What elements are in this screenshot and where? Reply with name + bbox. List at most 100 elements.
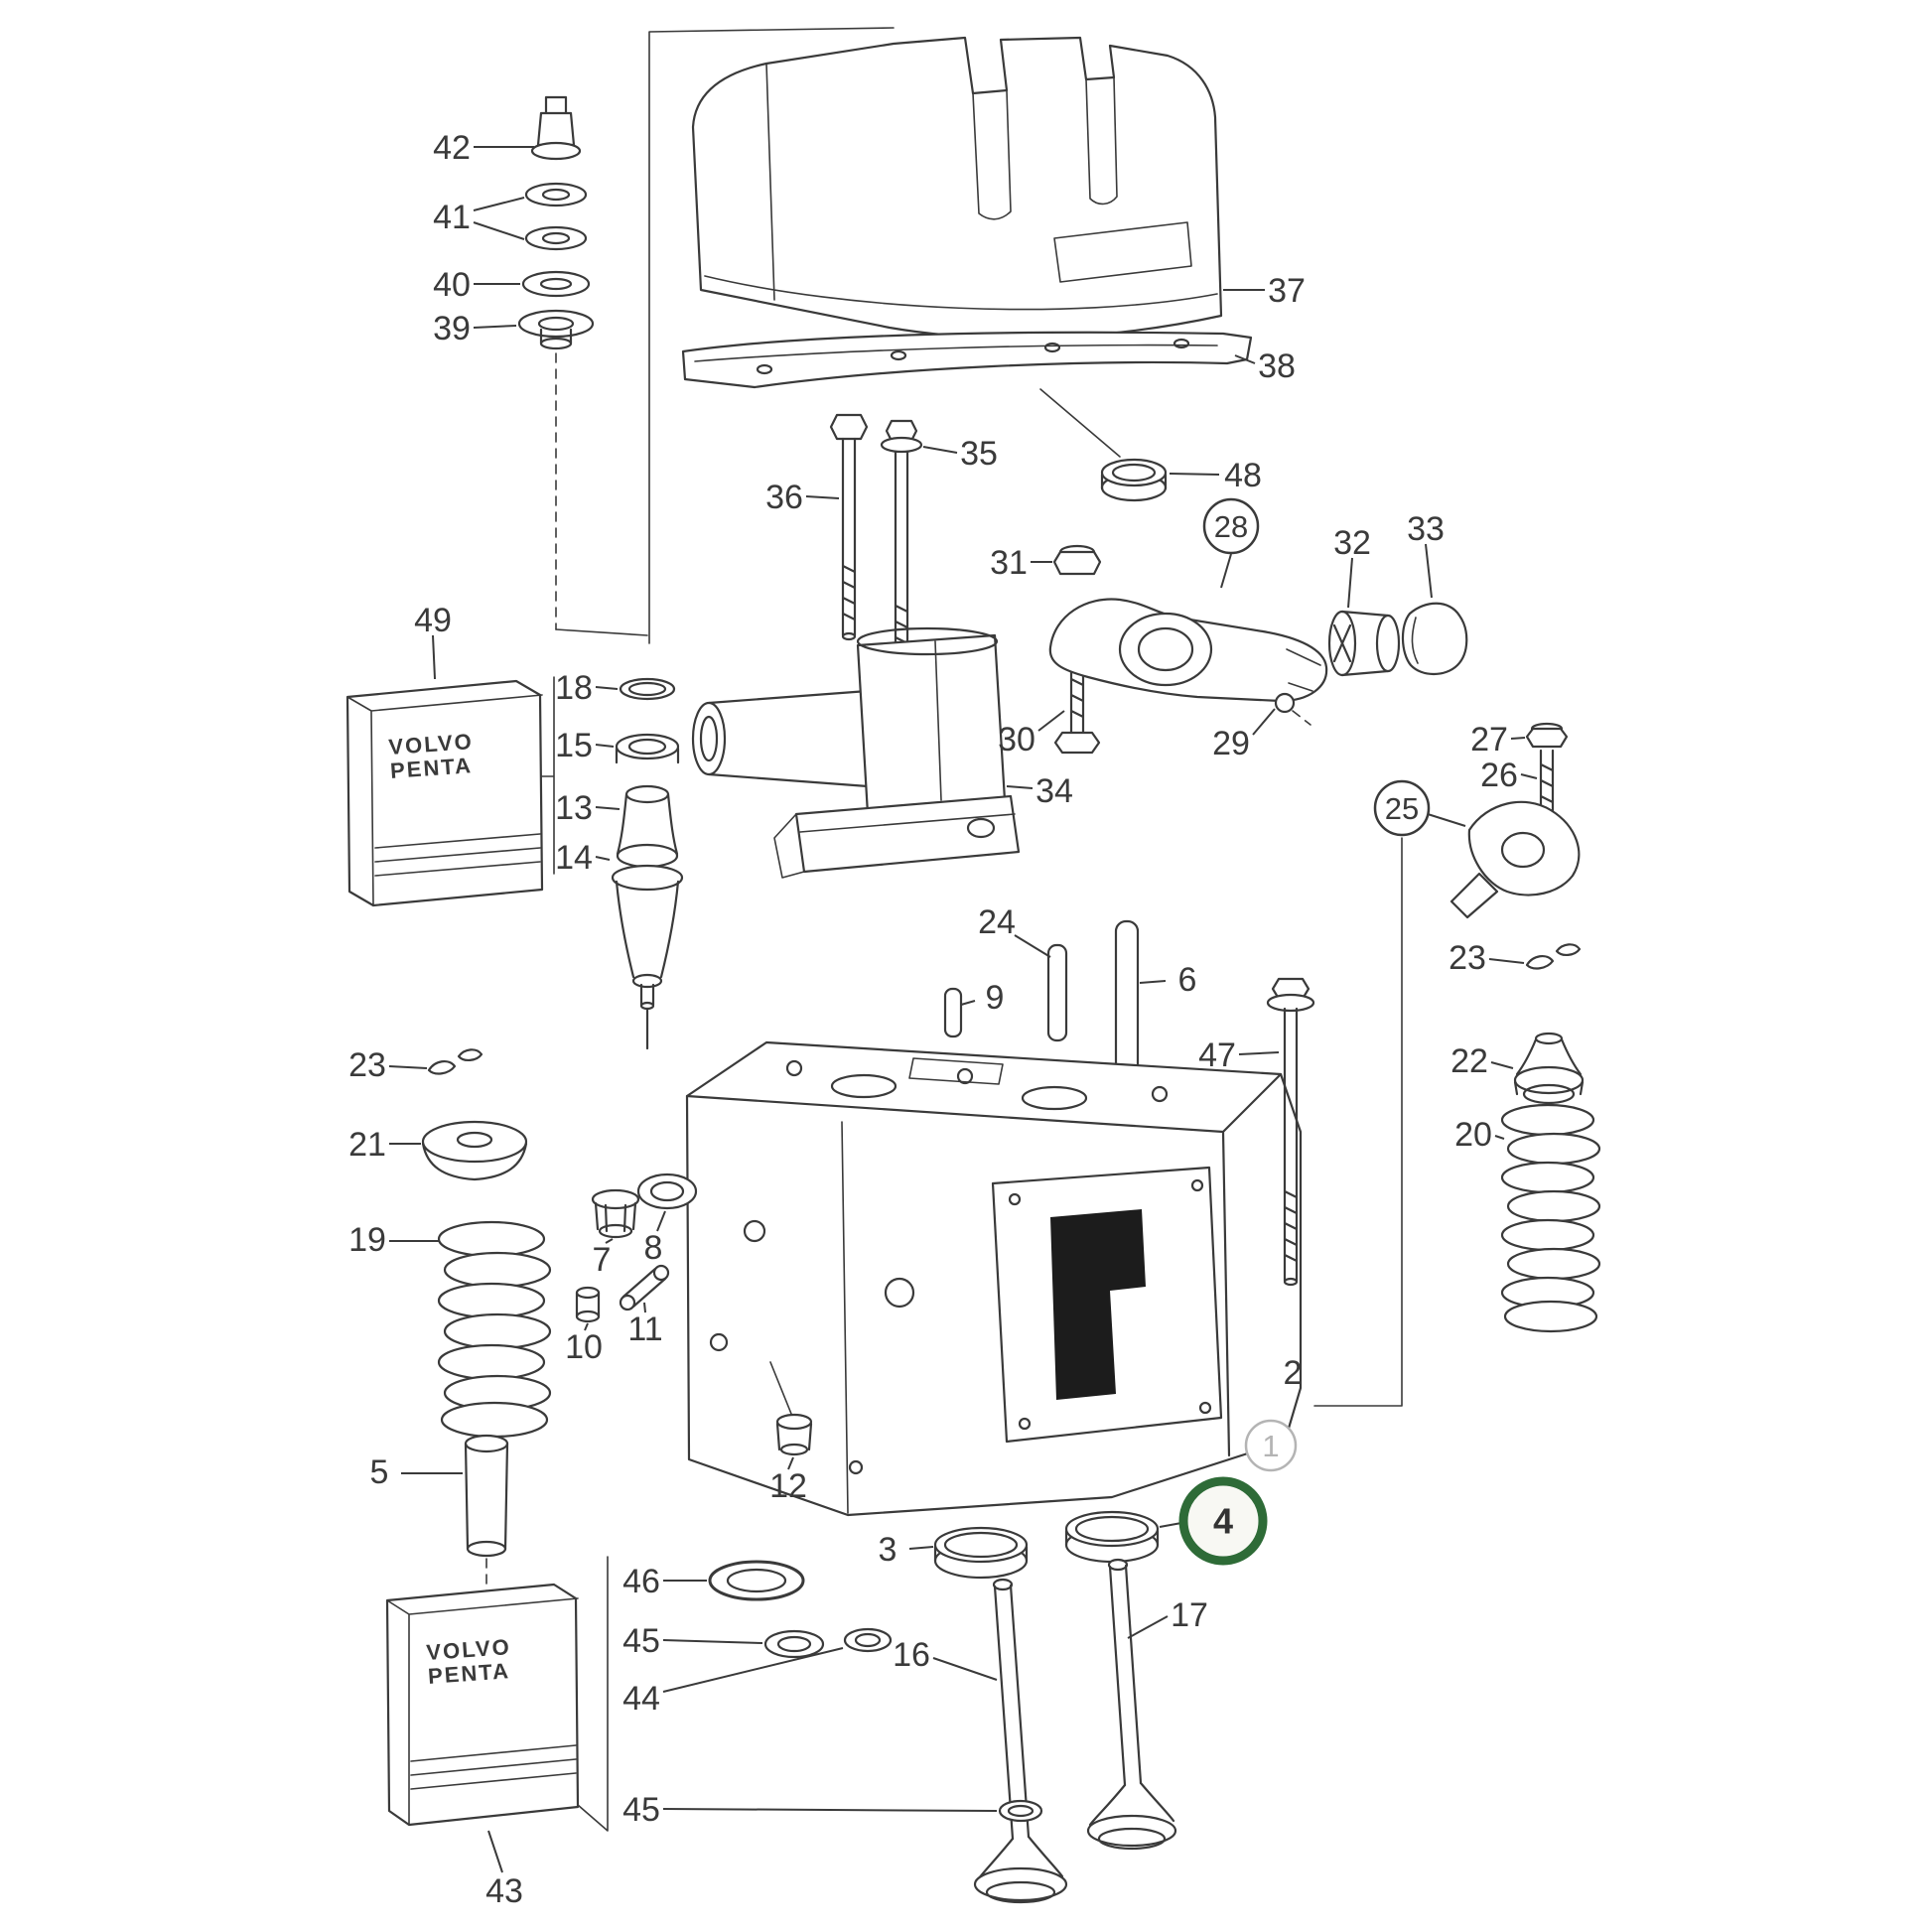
callout-2: 2 (1284, 1354, 1303, 1392)
gasket-kit-box-lower: VOLVOPENTA (385, 1556, 609, 1832)
bushing-32-body (1332, 610, 1390, 677)
callout-44: 44 (622, 1680, 660, 1718)
callout-label-text: 2 (1284, 1354, 1303, 1392)
callout-28[interactable]: 28 (1202, 497, 1260, 555)
callout-14: 14 (555, 839, 593, 877)
pedestal-foot-edge (773, 813, 1016, 879)
callout-26: 26 (1480, 757, 1518, 794)
ring-8-inner (649, 1180, 685, 1202)
plug-7-bottom (598, 1223, 633, 1239)
callout-label-text: 20 (1454, 1116, 1492, 1154)
rocker-arm-assembly (1048, 544, 1468, 755)
callout-leader-30 (1037, 710, 1065, 732)
valve-spring-19 (437, 1220, 552, 1439)
spring-coil (437, 1282, 546, 1319)
washer-41b (524, 225, 588, 251)
callout-leader-12 (787, 1456, 794, 1470)
ball-pin-29-line (1292, 710, 1311, 726)
seal-48-outer (1100, 458, 1168, 487)
frame-line-top-left (555, 27, 895, 644)
spring-coil (1506, 1189, 1601, 1223)
selected-part-ring (1178, 1476, 1268, 1566)
brand-line-2: PENTA (427, 1658, 510, 1689)
callout-leader-49 (432, 634, 436, 680)
rocker-arm-28-boss (1118, 612, 1213, 687)
callout-label-text: 45 (622, 1791, 660, 1829)
kit-box-lower-body (385, 1583, 580, 1827)
callout-48: 48 (1224, 457, 1262, 494)
bolt-36-head (829, 413, 869, 441)
bushing-39 (517, 309, 595, 339)
callout-label-text: 37 (1268, 272, 1306, 310)
callout-label-text: 1 (1262, 1429, 1279, 1463)
rocker-arm-25-parts (1449, 722, 1581, 919)
kit-box-upper-body (345, 679, 544, 907)
valve-keepers-retainer-left (421, 1048, 552, 1613)
gasket-hole (1173, 338, 1190, 349)
cover-bolts (829, 413, 923, 701)
callout-4-selected[interactable]: 4 (1178, 1476, 1268, 1566)
valve-seats (933, 1510, 1160, 1580)
valve-17-tip (1107, 1558, 1129, 1572)
retainer-22-flange (1513, 1065, 1585, 1095)
callout-label-text: 33 (1407, 510, 1445, 548)
valve-16-stem (993, 1584, 1031, 1841)
callout-leader-4 (1159, 1522, 1182, 1528)
kit-box-upper-edges (346, 694, 543, 906)
head-top-recess (908, 1057, 1004, 1085)
rod-6 (1114, 919, 1140, 1082)
callout-label-text: 19 (348, 1221, 386, 1259)
callout-29: 29 (1212, 725, 1250, 762)
gasket-inner-line (694, 344, 1218, 362)
valve-cover-gasket (681, 331, 1253, 458)
kit-box-lower-edges (386, 1597, 579, 1826)
valve-spring-20 (1500, 1103, 1601, 1333)
sleeve-14-tip (631, 973, 663, 989)
head-front-boss (884, 1277, 915, 1309)
head-top-hole (956, 1067, 974, 1085)
retainer-22-skirt (1513, 1080, 1585, 1096)
callout-label-text: 24 (978, 903, 1016, 941)
callout-label-text: 28 (1214, 509, 1248, 544)
callout-leader-8 (656, 1210, 666, 1232)
spring-coil (440, 1401, 549, 1439)
head-plugs (575, 1173, 813, 1456)
brand-line-2: PENTA (389, 753, 473, 783)
oil-filler-stack (517, 95, 595, 630)
cylinder-head (685, 1040, 1303, 1517)
callout-24: 24 (978, 903, 1016, 941)
sleeve-14-body (615, 880, 680, 979)
callout-25[interactable]: 25 (1373, 779, 1431, 837)
flange-hole (1008, 1192, 1022, 1206)
flange-hole (1018, 1417, 1032, 1431)
pedestal-foot (794, 794, 1021, 874)
bushing-39-bottom (539, 337, 573, 350)
callout-label-text: 18 (555, 669, 593, 707)
callout-leader-32 (1347, 557, 1353, 609)
washer-41a-hole (541, 188, 571, 202)
sleeve-5-top (464, 1434, 509, 1453)
callout-30: 30 (998, 721, 1035, 759)
valve-cover-body (691, 36, 1223, 340)
valve-16-face (985, 1880, 1056, 1904)
callout-7: 7 (593, 1241, 612, 1279)
bushing-39-hole (537, 316, 575, 332)
ring-8-outer (636, 1173, 698, 1210)
callout-39: 39 (433, 310, 471, 347)
callout-47: 47 (1198, 1036, 1236, 1074)
bolt-47-shaft (1283, 1007, 1299, 1283)
bolt-47-tip (1283, 1277, 1299, 1287)
callout-label-text: 42 (433, 129, 471, 167)
callout-label-text: 39 (433, 310, 471, 347)
callout-leader-33 (1425, 543, 1433, 599)
callout-leader-34 (1006, 785, 1034, 789)
dowel-10-body (575, 1291, 601, 1318)
valve-17-stem (1108, 1564, 1143, 1787)
valve-stem-seals (708, 1560, 893, 1659)
callout-label-text: 31 (990, 544, 1028, 582)
head-top-bore (1021, 1085, 1088, 1111)
gasket-hole (1043, 342, 1061, 353)
callout-leader-48 (1169, 473, 1220, 476)
